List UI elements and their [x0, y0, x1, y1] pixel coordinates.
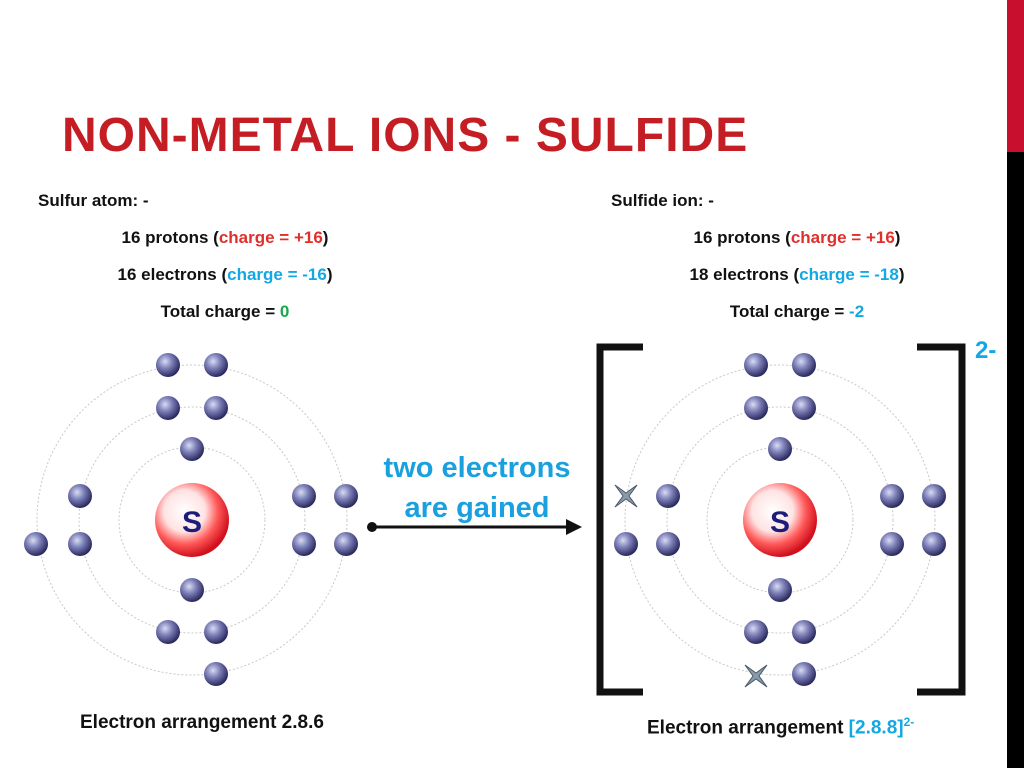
atom-electrons-charge: charge = -16 [227, 265, 327, 284]
atom-electrons-text: 16 electrons ( [117, 265, 228, 284]
electron-dot [204, 662, 228, 686]
atom-protons-text: 16 protons ( [121, 228, 219, 247]
atom-protons-line: 16 protons (charge = +16) [122, 228, 329, 248]
atom-arrangement: Electron arrangement 2.8.6 [80, 712, 324, 733]
ion-electrons-charge: charge = -18 [799, 265, 899, 284]
cross-icon [744, 664, 768, 688]
electron-dot [292, 532, 316, 556]
electron-dot [922, 532, 946, 556]
electron-dot [204, 396, 228, 420]
electron-dot [744, 353, 768, 377]
electron-dot [156, 620, 180, 644]
electron-dot [792, 620, 816, 644]
ion-total-line: Total charge = -2 [730, 302, 864, 322]
ion-electrons [614, 353, 946, 686]
slide-title: NON-METAL IONS - SULFIDE [62, 109, 749, 162]
electron-dot [768, 578, 792, 602]
electron-dot [180, 578, 204, 602]
ion-arrangement: Electron arrangement [2.8.8]2- [647, 715, 914, 739]
electron-dot [922, 484, 946, 508]
ion-protons-line: 16 protons (charge = +16) [694, 228, 901, 248]
ion-electrons-text: 18 electrons ( [689, 265, 800, 284]
atom-heading: Sulfur atom: - [38, 191, 149, 210]
atom-total-line: Total charge = 0 [161, 302, 290, 322]
gain-arrow [367, 519, 582, 535]
ion-arrangement-text: Electron arrangement [647, 717, 849, 739]
ion-total-value: -2 [849, 302, 865, 321]
ion-protons-close: ) [894, 228, 901, 247]
atom-total-text: Total charge = [160, 302, 280, 321]
electron-dot [156, 396, 180, 420]
atom-electrons-line: 16 electrons (charge = -16) [118, 265, 333, 285]
atom-electrons [24, 353, 358, 686]
right-bracket [917, 343, 966, 696]
left-bracket [596, 343, 643, 696]
electron-dot [204, 620, 228, 644]
electron-dot [334, 484, 358, 508]
atom-shells [36, 364, 348, 676]
electron-dot [24, 532, 48, 556]
ion-protons-text: 16 protons ( [693, 228, 791, 247]
atom-protons-close: ) [322, 228, 329, 247]
electron-dot [768, 437, 792, 461]
electron-dot [792, 662, 816, 686]
side-accent-black [1007, 152, 1024, 768]
electron-dot [180, 437, 204, 461]
electron-dot [204, 353, 228, 377]
ion-nucleus-symbol: S [770, 506, 790, 539]
atom-electrons-close: ) [326, 265, 333, 284]
electron-dot [880, 532, 904, 556]
ion-protons-charge: charge = +16 [790, 228, 895, 247]
cross-icon [614, 484, 638, 508]
ion-total-text: Total charge = [729, 302, 850, 321]
ion-arrangement-sup: 2- [903, 715, 915, 729]
atom-protons-charge: charge = +16 [218, 228, 323, 247]
ion-charge-label: 2- [975, 337, 997, 364]
electron-dot [792, 353, 816, 377]
ion-nucleus [743, 483, 817, 557]
electron-dot [792, 396, 816, 420]
electron-dot [334, 532, 358, 556]
side-accent-red [1007, 0, 1024, 152]
arrow-caption: two electrons are gained [384, 448, 571, 528]
atom-total-value: 0 [279, 302, 290, 321]
electron-dot [744, 396, 768, 420]
ion-electrons-close: ) [898, 265, 905, 284]
electron-dot [68, 484, 92, 508]
atom-nucleus-symbol: S [182, 506, 202, 539]
ion-arrangement-value: [2.8.8] [848, 717, 904, 739]
electron-dot [880, 484, 904, 508]
electron-dot [614, 532, 638, 556]
ion-shells [624, 364, 936, 676]
electron-dot [656, 532, 680, 556]
electron-dot [156, 353, 180, 377]
electron-dot [292, 484, 316, 508]
arrow-caption-line1: two electrons [383, 452, 571, 484]
ion-heading: Sulfide ion: - [611, 191, 714, 210]
electron-dot [744, 620, 768, 644]
atom-nucleus [155, 483, 229, 557]
ion-electrons-line: 18 electrons (charge = -18) [690, 265, 905, 285]
arrow-caption-line2: are gained [404, 492, 550, 524]
electron-dot [68, 532, 92, 556]
electron-dot [656, 484, 680, 508]
